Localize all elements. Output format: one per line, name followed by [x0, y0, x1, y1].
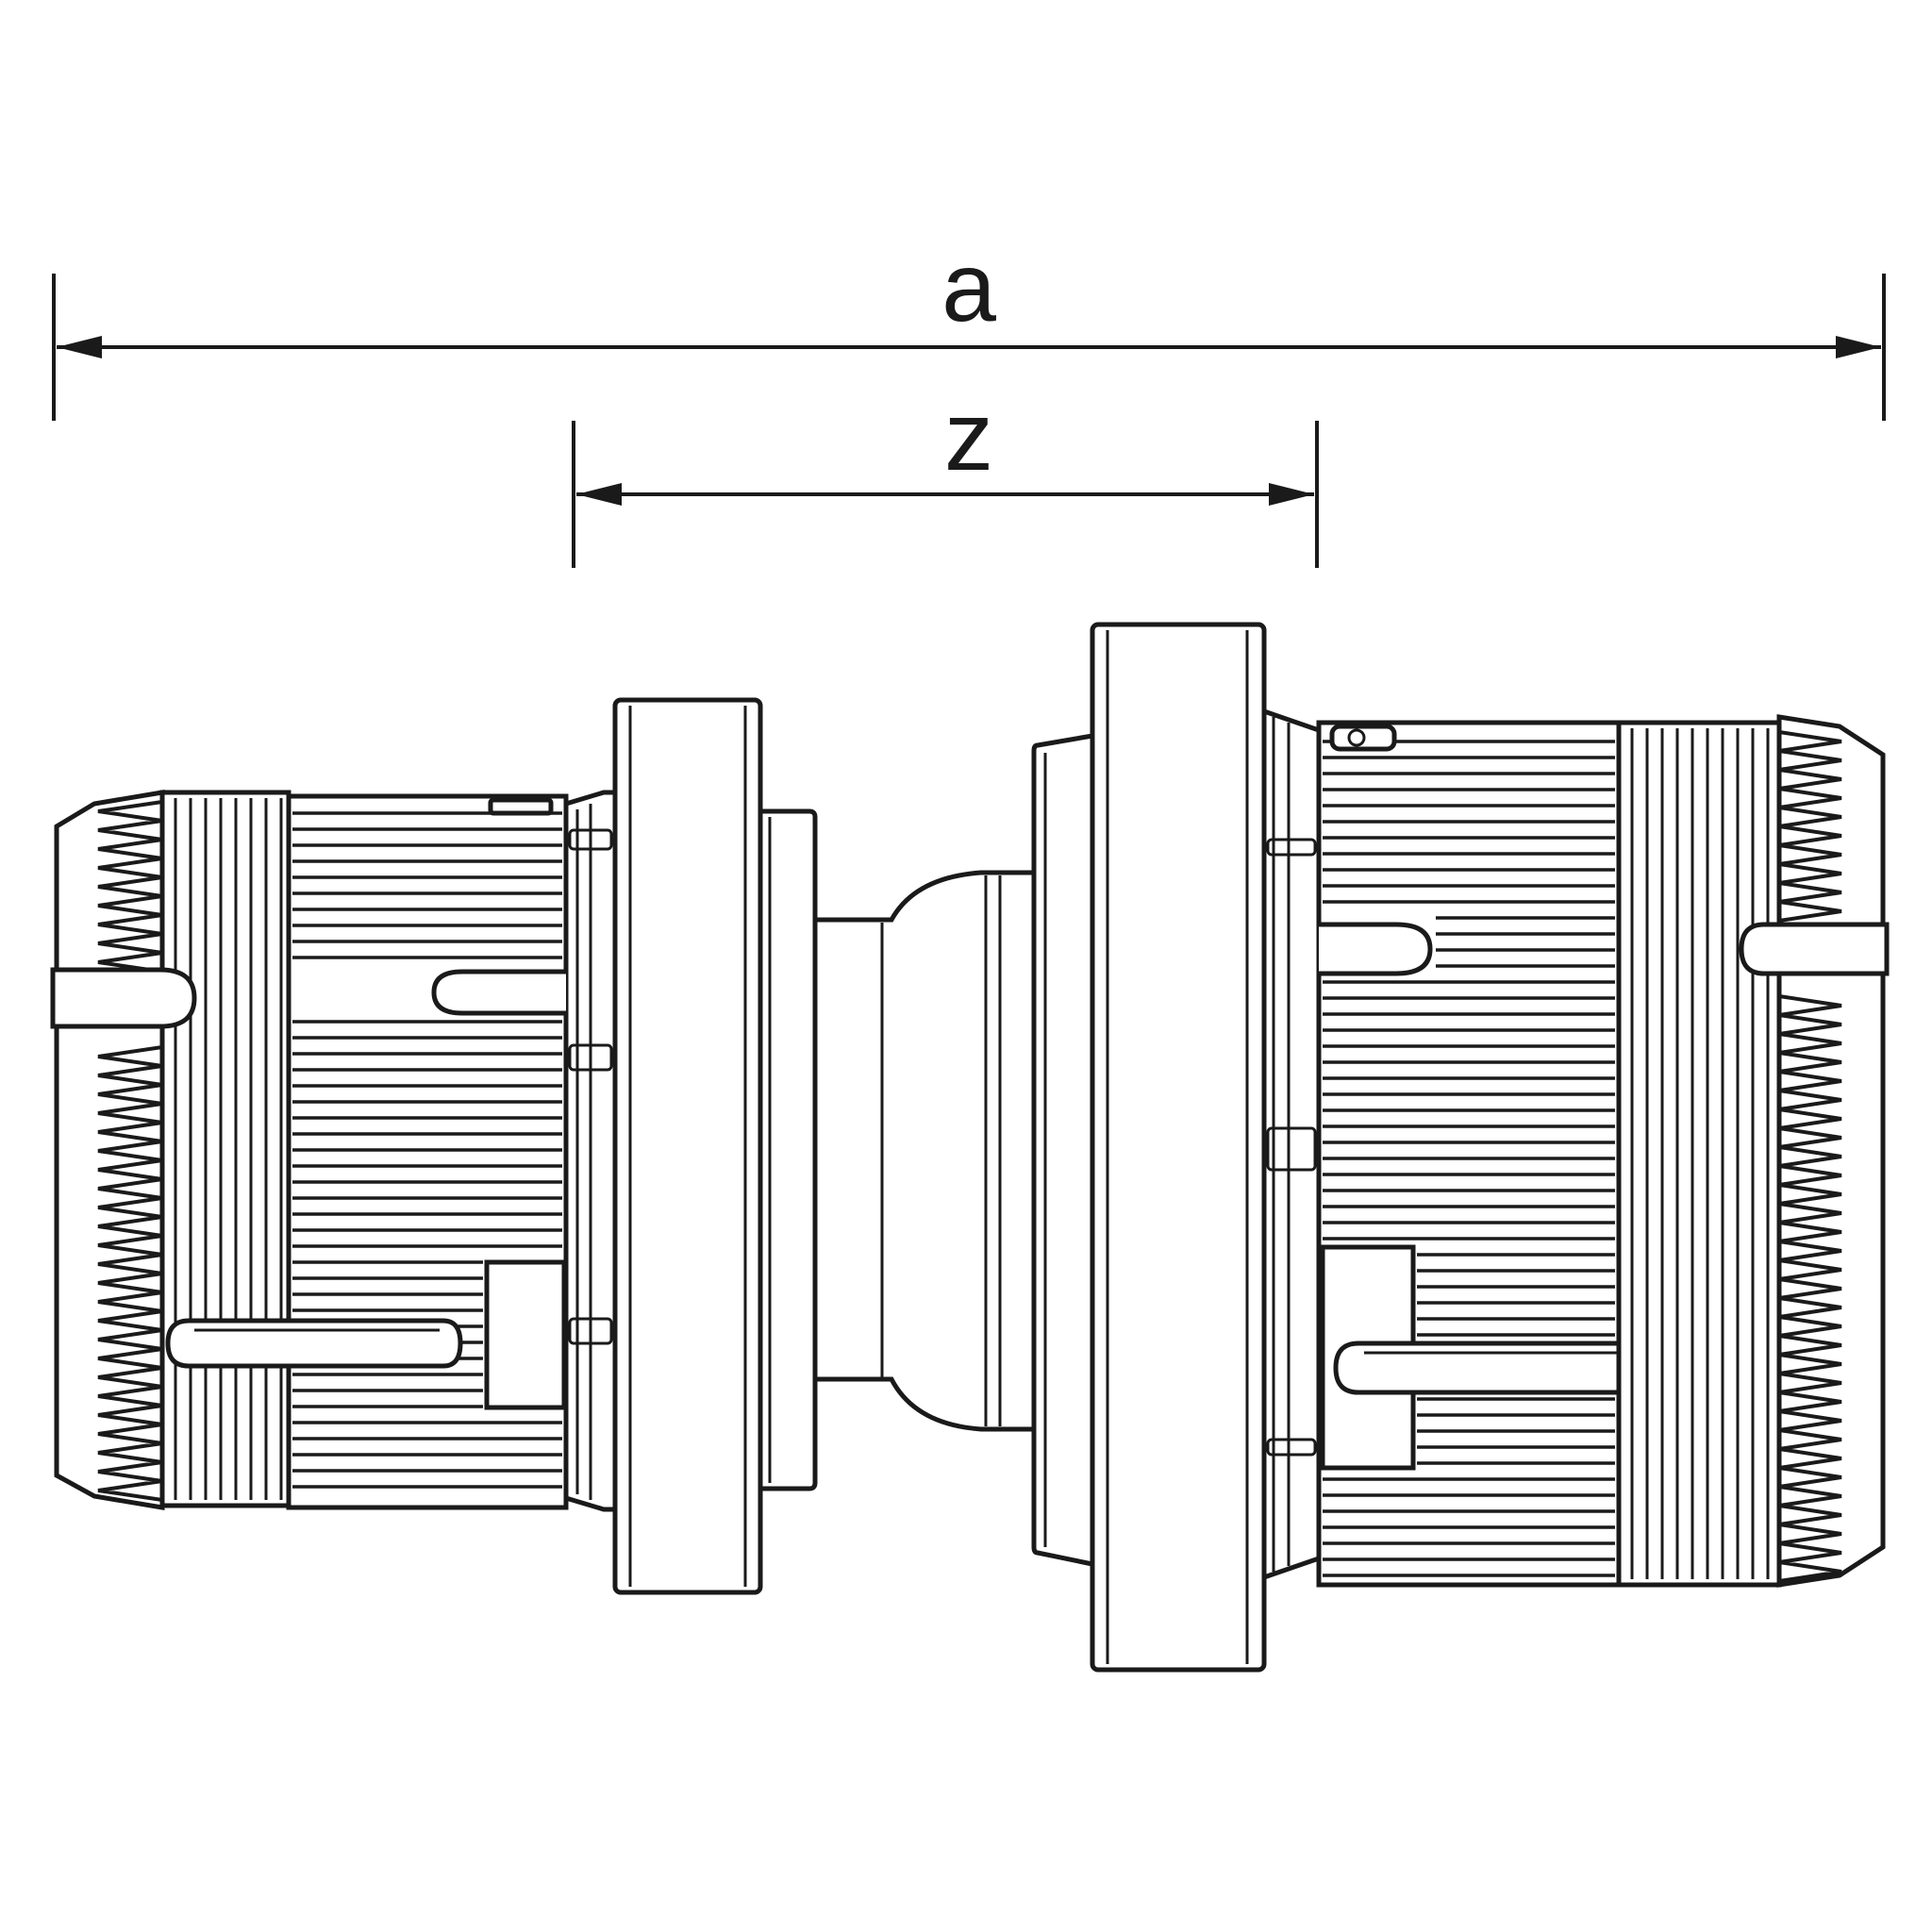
left-sleeve-upper-slot	[431, 969, 566, 1016]
left-grip-teeth	[97, 800, 164, 1502]
dimension-z-arrow-left	[576, 483, 622, 506]
right-sleeve-upper-slot	[1319, 922, 1433, 976]
right-step-ring	[1031, 733, 1095, 1568]
right-sleeve-screw	[1347, 728, 1366, 747]
dimension-z-label: z	[944, 382, 993, 491]
fitting-body	[50, 622, 1890, 1673]
left-sleeve	[286, 793, 569, 1510]
dimension-a-arrow-right	[1836, 336, 1881, 358]
dimension-a: a	[52, 233, 1886, 421]
left-sleeve-tab	[488, 797, 554, 816]
right-grip-slot	[1739, 922, 1890, 976]
dimension-a-arrow-left	[57, 336, 102, 358]
right-grip-end	[1739, 714, 1890, 1588]
right-grip-teeth	[1777, 730, 1842, 1583]
right-hex-nut	[1090, 622, 1267, 1673]
left-step-ring	[758, 808, 818, 1491]
right-thread-band	[1616, 720, 1782, 1588]
left-lower-pin	[165, 1318, 463, 1369]
left-sleeve-window	[484, 1259, 567, 1410]
left-grip-slot	[50, 967, 197, 1029]
left-hex-nut	[612, 697, 763, 1595]
dimension-z: z	[572, 382, 1319, 568]
left-grip-end	[50, 790, 463, 1510]
dimension-a-label: a	[941, 233, 996, 342]
dimension-z-arrow-right	[1269, 483, 1314, 506]
left-thread-band	[159, 790, 291, 1508]
